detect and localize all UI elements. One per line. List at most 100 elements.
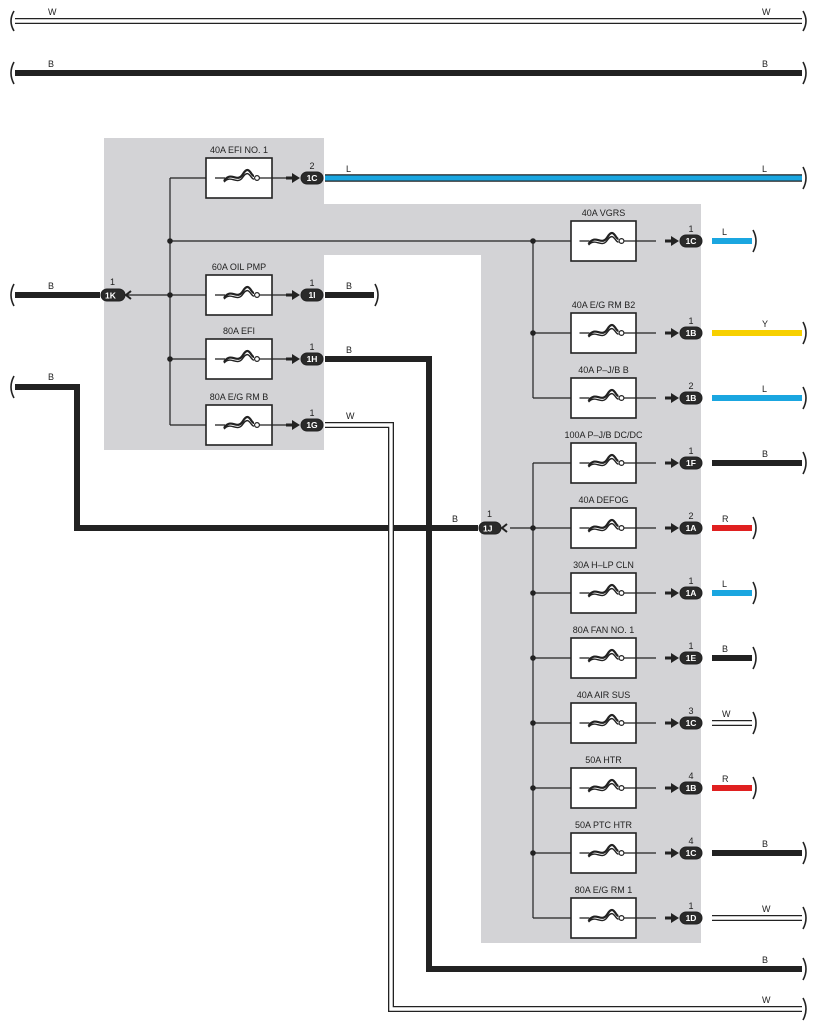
pin-label: 1: [688, 316, 693, 326]
output-wire-eg-rm-b: W W: [325, 411, 807, 1021]
fuse-name: 80A FAN NO. 1: [573, 625, 635, 635]
connector: [679, 846, 703, 860]
fuse-name: 30A H–LP CLN: [573, 560, 634, 570]
fuse-icon: [579, 778, 625, 793]
output-wire-efi: B B: [325, 345, 807, 981]
fuse-name: 80A EFI: [223, 326, 255, 336]
right-lower-bus: [510, 462, 571, 919]
output-wire-oil-pmp: B: [325, 281, 379, 307]
fuse-icon: [579, 388, 625, 403]
pin-label: 1: [487, 509, 492, 519]
fuse-name: 40A EFI NO. 1: [210, 145, 268, 155]
break-mark: [802, 841, 807, 865]
right-upper-bus: [530, 238, 571, 399]
top-wire-white: W W: [10, 7, 807, 32]
fuse-name: 40A E/G RM B2: [572, 300, 636, 310]
connector-code: 1C: [686, 236, 697, 246]
fuse-name: 80A E/G RM 1: [575, 885, 633, 895]
connector-code: 1E: [686, 653, 697, 663]
wire-label: B: [48, 281, 54, 291]
connector-code: 1D: [686, 913, 697, 923]
wire-label: R: [722, 514, 729, 524]
fuse-icon: [579, 323, 625, 338]
output-wire: W: [712, 904, 807, 930]
pin-label: 2: [309, 161, 314, 171]
fuse-name: 100A P–J/B DC/DC: [564, 430, 643, 440]
connector: [300, 288, 324, 302]
connector: [679, 586, 703, 600]
fuse-name: 50A HTR: [585, 755, 622, 765]
fuse-unit: 80A E/G RM 1 1D 1: [570, 885, 703, 939]
fuse-name: 40A AIR SUS: [577, 690, 631, 700]
fuse-icon: [215, 349, 261, 364]
break-mark: [752, 776, 757, 800]
input-wire-1K: B: [10, 281, 100, 307]
wire-label: B: [762, 59, 768, 69]
connector: [679, 234, 703, 248]
wire-label: B: [452, 514, 458, 524]
pin-label: 4: [688, 836, 693, 846]
break-mark: [802, 386, 807, 410]
input-connector-1K: 1 1K: [100, 277, 132, 302]
wire-label: L: [762, 384, 767, 394]
fuse-icon: [579, 518, 625, 533]
pin-label: 2: [688, 511, 693, 521]
break-mark: [752, 516, 757, 540]
connector: [300, 171, 324, 185]
output-wire-efi-no1: L L: [325, 164, 807, 190]
output-wire: L: [712, 227, 757, 253]
pin-label: 1: [688, 446, 693, 456]
output-wire: L: [712, 579, 757, 605]
pin-label: 1: [309, 278, 314, 288]
connector-code: 1C: [307, 173, 318, 183]
pin-label: 3: [688, 706, 693, 716]
wire-label: W: [346, 411, 355, 421]
break-mark: [752, 646, 757, 670]
fuse-icon: [579, 648, 625, 663]
fuse-unit: 40A EFI NO. 1 1C 2: [205, 145, 324, 199]
break-mark: [802, 321, 807, 345]
output-wire: B: [712, 449, 807, 475]
pin-label: 1: [688, 641, 693, 651]
connector-code: 1A: [686, 588, 697, 598]
connector-code: 1F: [686, 458, 696, 468]
break-mark: [802, 451, 807, 475]
wire-label: L: [346, 164, 351, 174]
wire-label: W: [762, 904, 771, 914]
connector-code: 1C: [686, 848, 697, 858]
wire-label: B: [346, 345, 352, 355]
connector-code: 1J: [483, 524, 493, 534]
wire-label: B: [762, 955, 768, 965]
wire-label: L: [722, 227, 727, 237]
pin-label: 1: [309, 342, 314, 352]
top-wire-black: B B: [10, 59, 807, 85]
fuse-icon: [579, 453, 625, 468]
pin-label: 1: [688, 901, 693, 911]
break-mark: [752, 581, 757, 605]
connector: [300, 418, 324, 432]
connector-code: 1H: [307, 354, 318, 364]
fuse-icon: [579, 231, 625, 246]
connector-code: 1B: [686, 393, 697, 403]
fuse-name: 40A P–J/B B: [578, 365, 629, 375]
fuse-icon: [579, 583, 625, 598]
break-mark: [752, 711, 757, 735]
wire-label: Y: [762, 319, 768, 329]
connector-code: 1G: [306, 420, 318, 430]
fuse-icon: [579, 908, 625, 923]
fuse-icon: [215, 168, 261, 183]
wire-label: W: [762, 995, 771, 1005]
wire-label: B: [346, 281, 352, 291]
